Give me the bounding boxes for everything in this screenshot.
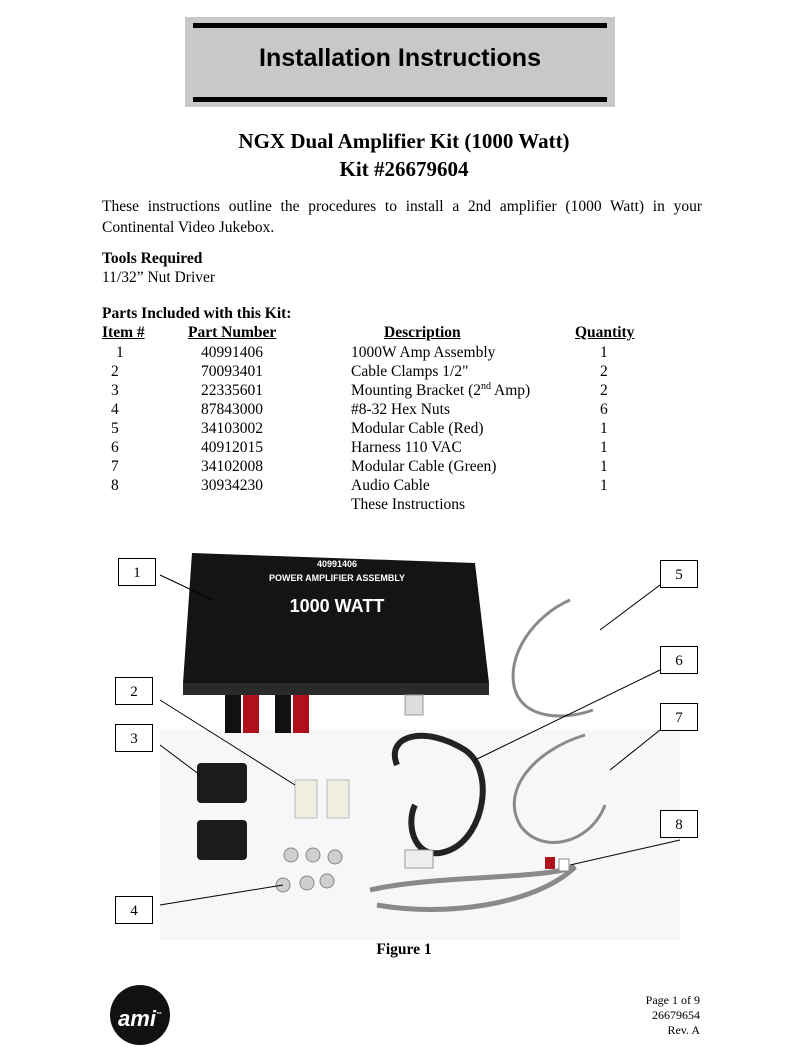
header-banner: Installation Instructions [185, 17, 615, 107]
row8-desc: Audio Cable [351, 477, 430, 494]
callout-5: 5 [660, 560, 698, 588]
mounting-bracket-1 [197, 763, 247, 803]
row5-qty: 1 [600, 420, 608, 437]
kit-title-number: Kit #26679604 [339, 157, 469, 181]
terminal-black-2 [275, 695, 291, 733]
page-title: Installation Instructions [259, 44, 541, 72]
row7-part: 34102008 [201, 458, 263, 475]
amp-label-part: 40991406 [317, 559, 357, 569]
cable-clamp-1 [294, 779, 318, 819]
kit-title-name: NGX Dual Amplifier Kit (1000 Watt) [238, 129, 570, 153]
modular-cable-red [511, 598, 594, 718]
ami-logo: ami™ [110, 985, 170, 1045]
amp-connector [404, 694, 424, 716]
row4-desc: #8-32 Hex Nuts [351, 401, 451, 418]
figure-1: 40991406 POWER AMPLIFIER ASSEMBLY 1000 W… [115, 545, 715, 945]
row7-qty: 1 [600, 458, 608, 475]
row6-qty: 1 [600, 439, 608, 456]
tools-heading: Tools Required [102, 250, 203, 267]
audio-cable [369, 864, 577, 912]
row6-desc: Harness 110 VAC [351, 439, 462, 456]
row5-item: 5 [111, 420, 119, 437]
row3-qty: 2 [600, 382, 608, 399]
tools-value: 11/32” Nut Driver [102, 269, 216, 286]
harness-110vac [391, 732, 486, 857]
row5-desc: Modular Cable (Red) [351, 420, 484, 437]
page-number: Page 1 of 9 [645, 993, 700, 1007]
rca-plug-red [545, 857, 555, 869]
col-header-part: Part Number [188, 324, 277, 341]
row2-qty: 2 [600, 363, 608, 380]
terminal-red-2 [293, 695, 309, 733]
callout-1: 1 [118, 558, 156, 586]
row6-item: 6 [111, 439, 119, 456]
revision: Rev. A [667, 1023, 700, 1037]
callout-6: 6 [660, 646, 698, 674]
figure-illustration: 40991406 POWER AMPLIFIER ASSEMBLY 1000 W… [159, 553, 681, 940]
row8-qty: 1 [600, 477, 608, 494]
row3-desc-sup: nd [481, 381, 492, 392]
row3-item: 3 [111, 382, 119, 399]
callout-4: 4 [115, 896, 153, 924]
kit-title: NGX Dual Amplifier Kit (1000 Watt) Kit #… [0, 127, 808, 183]
terminal-black-1 [225, 695, 241, 733]
col-header-item: Item # [102, 324, 145, 341]
trademark-icon: ™ [155, 1012, 162, 1018]
figure-caption: Figure 1 [376, 941, 432, 958]
row7-item: 7 [111, 458, 119, 475]
rca-plug-white [558, 858, 570, 872]
row2-desc: Cable Clamps 1/2" [351, 363, 469, 380]
row8-part: 30934230 [201, 477, 263, 494]
row3-desc: Mounting Bracket (2nd Amp) [351, 381, 530, 400]
row3-desc-tail: Amp) [491, 382, 531, 399]
banner-top-rule [193, 23, 607, 28]
callout-7: 7 [660, 703, 698, 731]
row8-item: 8 [111, 477, 119, 494]
row1-qty: 1 [600, 344, 608, 361]
intro-paragraph: These instructions outline the procedure… [102, 198, 702, 236]
row7-desc: Modular Cable (Green) [351, 458, 497, 475]
parts-heading: Parts Included with this Kit: [102, 305, 292, 322]
callout-3: 3 [115, 724, 153, 752]
row5-part: 34103002 [201, 420, 263, 437]
row2-part: 70093401 [201, 363, 263, 380]
mounting-bracket-2 [197, 820, 247, 860]
amplifier-assembly: 40991406 POWER AMPLIFIER ASSEMBLY 1000 W… [183, 553, 489, 733]
row2-item: 2 [111, 363, 119, 380]
amp-label-name: POWER AMPLIFIER ASSEMBLY [269, 573, 405, 583]
ami-logo-text: ami [118, 1006, 156, 1031]
harness-connector [404, 849, 434, 869]
amp-label-watt: 1000 WATT [290, 596, 385, 616]
row3-part: 22335601 [201, 382, 263, 399]
row1-part: 40991406 [201, 344, 263, 361]
row4-qty: 6 [600, 401, 608, 418]
row4-item: 4 [111, 401, 119, 418]
doc-number: 26679654 [652, 1008, 700, 1022]
row3-desc-text: Mounting Bracket (2 [351, 382, 482, 399]
modular-cable-green [512, 733, 607, 844]
row6-part: 40912015 [201, 439, 263, 456]
banner-bottom-rule [193, 97, 607, 102]
row-extra-desc: These Instructions [351, 496, 466, 513]
cable-clamp-2 [326, 779, 350, 819]
row1-desc: 1000W Amp Assembly [351, 344, 496, 361]
col-header-description: Description [384, 324, 461, 341]
row1-item: 1 [116, 344, 124, 361]
callout-2: 2 [115, 677, 153, 705]
callout-leaders [159, 574, 681, 906]
terminal-red-1 [243, 695, 259, 733]
callout-8: 8 [660, 810, 698, 838]
col-header-quantity: Quantity [575, 324, 635, 341]
row4-part: 87843000 [201, 401, 263, 418]
